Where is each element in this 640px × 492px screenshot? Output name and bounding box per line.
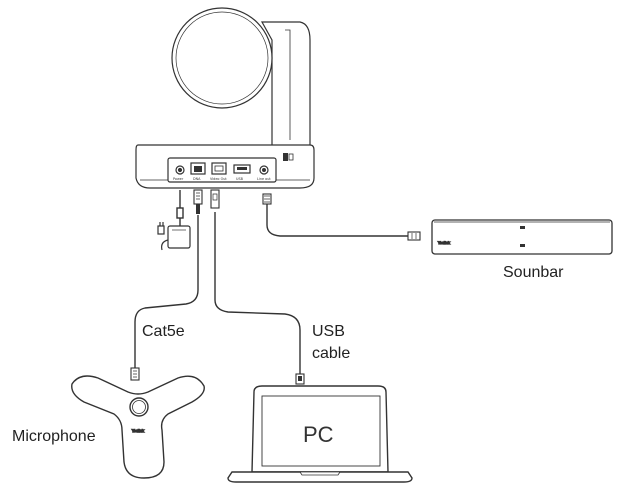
- power-plug-icon: [176, 207, 184, 219]
- soundbar-cable: [266, 198, 410, 237]
- laptop-pc: [227, 385, 413, 483]
- laptop-base: [227, 471, 413, 483]
- usb-cable-label-line1: USB: [312, 323, 345, 340]
- cat5e-label: Cat5e: [142, 323, 185, 340]
- audio-plug-soundbar: [407, 231, 421, 241]
- camera-unit: [135, 7, 315, 189]
- laptop-screen: [251, 385, 389, 473]
- usb-connector-camera: [210, 189, 220, 209]
- microphone-brand-mark: Yealink: [132, 429, 144, 433]
- port-label-power: Power: [173, 177, 184, 181]
- port-label-dna: DNA: [193, 177, 201, 181]
- port-label-row: Power DNA Video Out USB Line out: [173, 177, 271, 181]
- lock-slot-icon: [283, 153, 288, 161]
- usb-cable: [214, 212, 301, 376]
- power-adapter: [157, 222, 191, 251]
- microphone-label: Microphone: [12, 428, 96, 445]
- port-label-line-out: Line out: [257, 177, 271, 181]
- microphone-pod: Yealink: [71, 375, 205, 479]
- soundbar-device: Yealink: [431, 219, 613, 255]
- video-out-port: [211, 162, 227, 175]
- soundbar-label: Sounbar: [503, 264, 564, 281]
- camera-lens: [171, 7, 273, 109]
- pc-label: PC: [303, 422, 334, 447]
- port-label-video-out: Video Out: [210, 177, 227, 181]
- cat5e-cable: [134, 215, 199, 368]
- usb-cable-label-line2: cable: [312, 345, 351, 362]
- port-label-usb: USB: [236, 177, 244, 181]
- soundbar-brand-mark: Yealink: [438, 241, 450, 245]
- rj45-connector-camera: [193, 189, 203, 205]
